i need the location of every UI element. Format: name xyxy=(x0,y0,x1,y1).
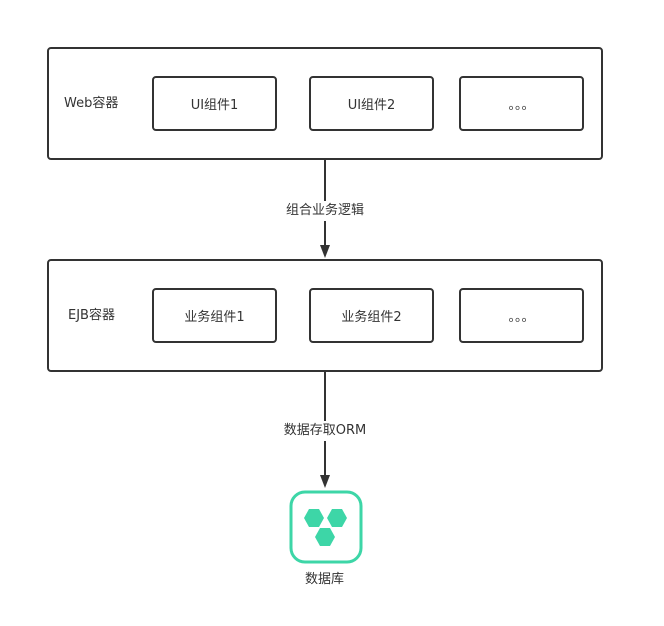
business-component-2-label: 业务组件2 xyxy=(341,310,402,325)
database-icon xyxy=(289,490,363,564)
ui-component-more: 。。。 xyxy=(459,76,584,131)
ui-component-more-label: 。。。 xyxy=(508,98,535,113)
ui-component-2-label: UI组件2 xyxy=(347,98,396,113)
web-container-label: Web容器 xyxy=(64,96,119,111)
business-component-more: 。。。 xyxy=(459,288,584,343)
business-component-1-label: 业务组件1 xyxy=(184,310,245,325)
business-component-more-label: 。。。 xyxy=(508,310,535,325)
business-component-2: 业务组件2 xyxy=(309,288,434,343)
edge-label-ejb-to-database: 数据存取ORM xyxy=(281,421,369,441)
database-label: 数据库 xyxy=(305,572,345,587)
edge-label-web-to-ejb: 组合业务逻辑 xyxy=(283,201,367,221)
business-component-1: 业务组件1 xyxy=(152,288,277,343)
ejb-container-label: EJB容器 xyxy=(68,308,115,323)
ui-component-1: UI组件1 xyxy=(152,76,277,131)
ui-component-2: UI组件2 xyxy=(309,76,434,131)
ui-component-1-label: UI组件1 xyxy=(190,98,239,113)
